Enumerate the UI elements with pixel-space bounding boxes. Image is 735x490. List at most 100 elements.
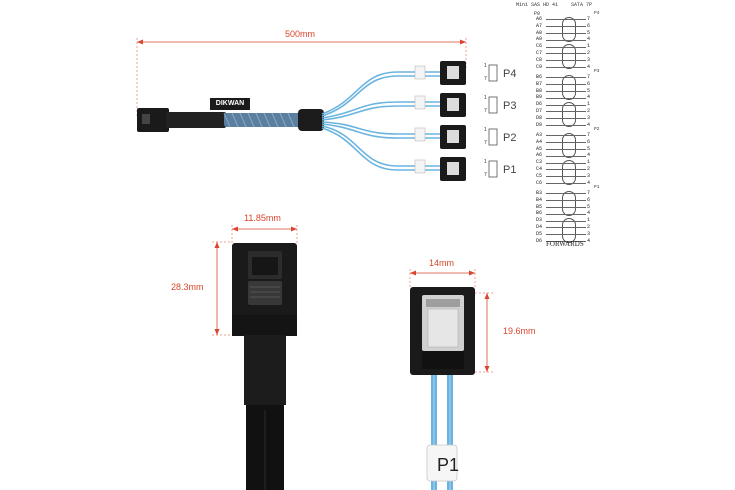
pinout-right-pin: 5 — [587, 29, 591, 36]
pinout-wire — [546, 53, 586, 55]
pinout-wire — [546, 162, 586, 164]
port-label-p1: P1 — [503, 164, 517, 176]
pinout-left-pin: B8 — [536, 87, 543, 94]
pinout-wire — [546, 26, 586, 28]
pinout-wire — [546, 142, 586, 144]
connector-height-label: 28.3mm — [171, 282, 204, 292]
port-label-p3: P3 — [503, 100, 517, 112]
pinout-left-pin: D3 — [536, 217, 543, 224]
pinout-wire — [546, 104, 586, 106]
sata-height-dimension — [475, 292, 495, 373]
pinout-wire — [546, 220, 586, 222]
cable-length-label: 500mm — [285, 29, 316, 39]
pinout-right-pin: 3 — [587, 230, 591, 237]
pinout-wire — [546, 193, 586, 195]
pinout-wire — [546, 84, 586, 86]
pin-label: 1 — [484, 159, 487, 165]
pinout-wire — [546, 234, 586, 236]
pinout-left-pin: B4 — [536, 196, 543, 203]
mini-sas-hd-connector — [137, 108, 226, 132]
pinout-right-pin: 7 — [587, 16, 591, 22]
pinout-right-pin: 2 — [587, 50, 591, 56]
pinout-left-pin: C3 — [536, 159, 543, 166]
twisted-pair-marker — [562, 17, 576, 43]
pinout-right-pin: 4 — [587, 152, 591, 159]
pinout-right-pin: 2 — [587, 166, 591, 172]
pinout-header-right: SATA 7P — [571, 2, 593, 8]
pin-label: 7 — [484, 76, 487, 82]
pinout-wire — [546, 118, 586, 120]
split-cables — [321, 71, 442, 171]
pinout-wire — [546, 149, 586, 150]
pinout-left-pin: D8 — [536, 114, 543, 121]
connector-width-dimension — [231, 225, 298, 243]
pinout-left-pin: A9 — [536, 36, 543, 43]
pinout-left-pin: D5 — [536, 230, 543, 237]
mini-sas-closeup — [212, 225, 298, 490]
pinout-wire — [546, 135, 586, 137]
pinout-left-pin: A5 — [536, 145, 543, 152]
pinout-left-pin: A6 — [536, 16, 543, 22]
twisted-pair-marker — [562, 102, 576, 128]
sata-height-label: 19.6mm — [503, 326, 536, 336]
sata-connectors — [440, 61, 466, 181]
pinout-wire — [546, 213, 586, 215]
pinout-left-pin: C9 — [536, 63, 543, 70]
pinout-right-pin: 6 — [587, 80, 591, 87]
sata-closeup — [409, 269, 495, 490]
pinout-wire — [546, 77, 586, 79]
pinout-left-pin: D4 — [536, 224, 543, 230]
pinout-right-pin: 6 — [587, 196, 591, 203]
pinout-group-port: P3 — [594, 69, 600, 74]
pinout-left-pin: A6 — [536, 152, 543, 159]
pinout-group-port: P2 — [594, 127, 600, 132]
pinout-left-pin: A8 — [536, 29, 543, 36]
pin-label: 7 — [484, 172, 487, 178]
twisted-pair-marker — [562, 133, 576, 159]
twisted-pair-marker — [562, 160, 576, 186]
pinout-right-pin: 2 — [587, 108, 591, 114]
pinout-wire — [546, 176, 586, 178]
pin-label: 7 — [484, 140, 487, 146]
twisted-pair-marker — [562, 191, 576, 217]
pinout-right-pin: 1 — [587, 101, 591, 108]
pinout-right-pin: 4 — [587, 36, 591, 43]
pinout-left-pin: B7 — [536, 80, 543, 87]
pinout-left-pin: A7 — [536, 22, 543, 29]
pinout-right-pin: 7 — [587, 132, 591, 138]
pinout-footer: FORWARDS — [546, 240, 584, 248]
pinout-wire — [546, 241, 586, 242]
pinout-left-pin: C7 — [536, 50, 543, 56]
port-label-p2: P2 — [503, 132, 517, 144]
pinout-wire — [546, 91, 586, 92]
pinout-left-pin: B3 — [536, 190, 543, 196]
sata-width-label: 14mm — [429, 258, 455, 268]
connector-height-dimension — [212, 241, 232, 336]
pinout-wire — [546, 111, 586, 113]
pinout-wire — [546, 125, 586, 126]
closeup-port-label: P1 — [436, 455, 460, 475]
pinout-left-pin: A4 — [536, 138, 543, 145]
length-dimension-line — [136, 38, 467, 118]
pinout-left-pin: C6 — [536, 43, 543, 50]
pinout-wire — [546, 19, 586, 21]
pinout-wire — [546, 200, 586, 202]
pinout-right-pin: 5 — [587, 203, 591, 210]
sata-width-dimension — [409, 269, 476, 287]
pinout-right-pin: 2 — [587, 224, 591, 230]
pinout-right-pin: 7 — [587, 190, 591, 196]
pinout-group-port: P1 — [594, 185, 600, 190]
pinout-wire — [546, 183, 586, 184]
pinout-right-pin: 1 — [587, 43, 591, 50]
pinout-right-pin: 5 — [587, 145, 591, 152]
pinout-header-left: Mini SAS HD 4i — [516, 2, 559, 8]
pinout-right-pin: 4 — [587, 237, 591, 244]
pinout-right-pin: 6 — [587, 138, 591, 145]
pinout-wire — [546, 46, 586, 48]
pinout-group-port: P4 — [594, 11, 600, 16]
pinout-right-pin: 1 — [587, 159, 591, 166]
sata-port-icons — [488, 64, 498, 178]
brand-tag: DIKWAN — [210, 98, 250, 110]
pinout-right-pin: 5 — [587, 87, 591, 94]
twisted-pair-marker — [562, 75, 576, 101]
